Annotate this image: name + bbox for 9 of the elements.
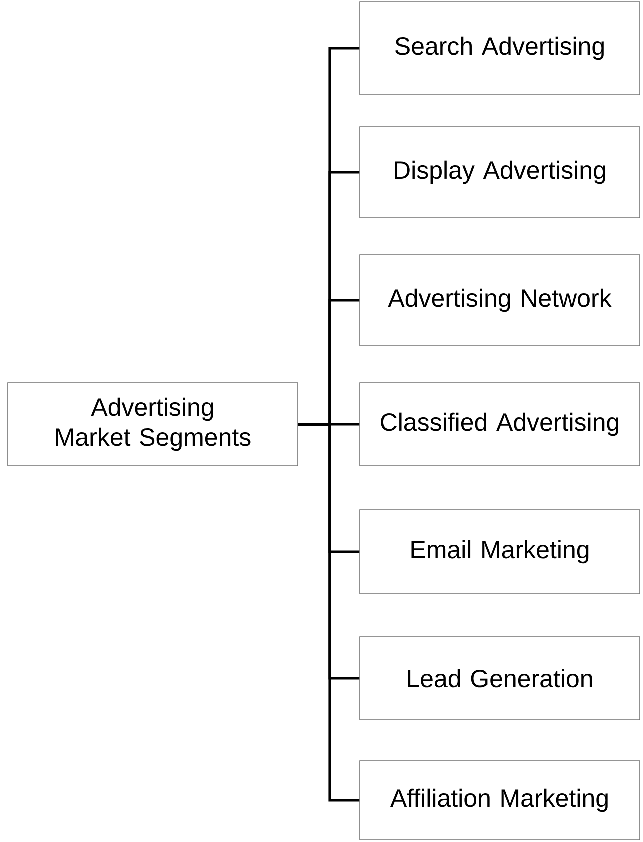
segment-box: Affiliation Marketing xyxy=(360,760,640,840)
segment-box: Email Marketing xyxy=(360,510,640,594)
segment-box: Search Advertising xyxy=(360,2,640,96)
connector-line xyxy=(298,423,360,802)
root-box: Advertising Market Segments xyxy=(8,382,298,466)
segment-box: Display Advertising xyxy=(360,126,640,218)
segment-box: Classified Advertising xyxy=(360,382,640,466)
segment-box: Advertising Network xyxy=(360,254,640,346)
segment-box: Lead Generation xyxy=(360,636,640,720)
